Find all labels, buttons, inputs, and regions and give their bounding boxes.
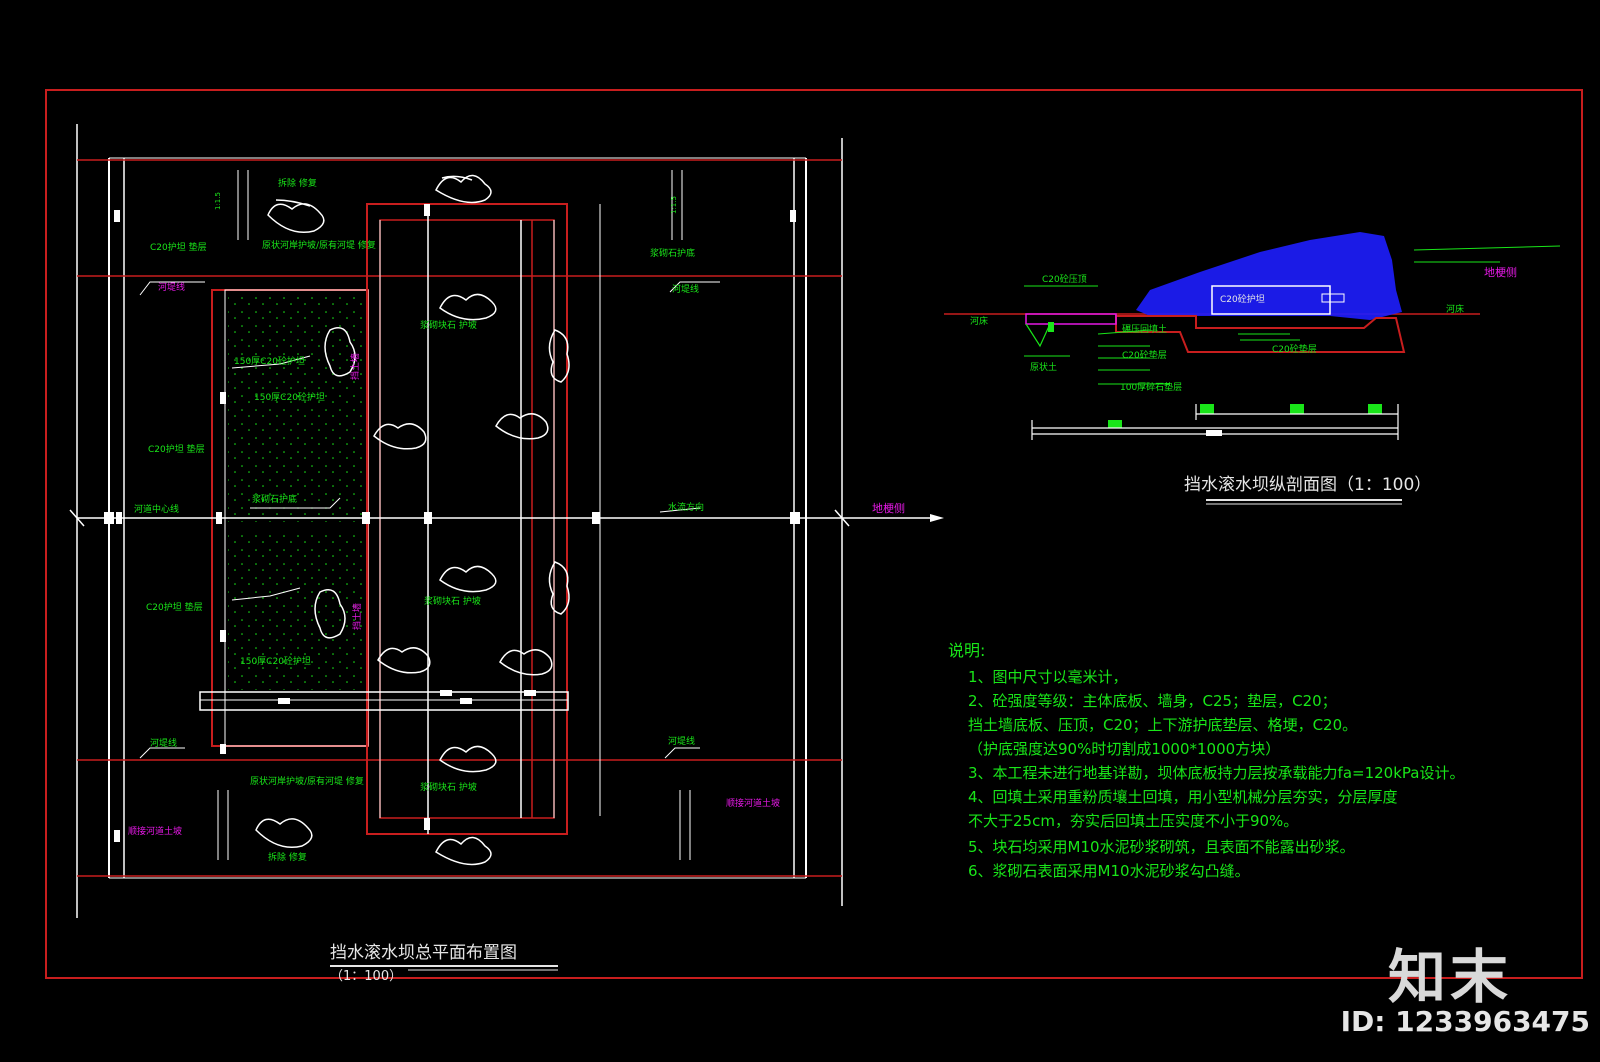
note-line-6: 4、回填土采用重粉质壤土回填，用小型机械分层夯实，分层厚度 <box>968 788 1398 806</box>
label-magenta-bottom-left: 顺接河道土坡 <box>128 825 182 837</box>
label-rock-3: 浆砌块石 护坡 <box>420 781 477 793</box>
label-river-left-bottom: 河堤线 <box>150 737 177 749</box>
label-note-bottom: 原状河岸护坡/原有河堤 修复 <box>250 775 364 787</box>
section-rock-mass <box>1136 232 1402 320</box>
section-tag-5: 原状土 <box>1030 361 1057 373</box>
section-tag-1: C20砼压顶 <box>1042 273 1087 285</box>
section-riverbed: 河床 <box>970 315 988 327</box>
watermark-logo: 知末 <box>1387 943 1512 1011</box>
plan-title: 挡水滚水坝总平面布置图 <box>330 943 517 963</box>
label-downstream: 地梗侧 <box>872 501 905 515</box>
section-upstream: 河床 <box>1446 303 1464 315</box>
note-line-9: 6、浆砌石表面采用M10水泥砂浆勾凸缝。 <box>968 862 1250 880</box>
label-c20-top: C20护坦 垫层 <box>150 241 207 253</box>
notes-block: 说明: 1、图中尺寸以毫米计， 2、砼强度等级：主体底板、墙身，C25；垫层，C… <box>948 641 1464 880</box>
label-rock-1: 浆砌块石 护坡 <box>420 319 477 331</box>
watermark-id: ID: 1233963475 <box>1340 1005 1590 1038</box>
label-magenta-bottom-right: 顺接河道土坡 <box>726 797 780 809</box>
drawing-frame <box>45 89 1583 979</box>
note-line-2: 2、砼强度等级：主体底板、墙身，C25；垫层，C20； <box>968 692 1337 710</box>
label-riprap-right: 浆砌石护底 <box>650 247 695 259</box>
label-river-right-bottom: 河堤线 <box>668 735 695 747</box>
label-river-left-top: 河堤线 <box>158 281 185 293</box>
label-river-right-top: 河堤线 <box>672 283 699 295</box>
section-title: 挡水滚水坝纵剖面图（1：100） <box>1184 475 1431 495</box>
label-wall-bottom: 挡土墙 <box>351 603 363 630</box>
section-tag-2: 碾压回填土 <box>1122 323 1167 335</box>
label-apron-top: 150厚C20砼护坦 <box>234 355 305 367</box>
label-note-top: 原状河岸护坡/原有河堤 修复 <box>262 239 376 251</box>
note-line-1: 1、图中尺寸以毫米计， <box>968 668 1128 686</box>
note-line-5: 3、本工程未进行地基详勘，坝体底板持力层按承载能力fa=120kPa设计。 <box>968 764 1464 782</box>
note-line-4: （护底强度达90%时切割成1000*1000方块） <box>968 740 1280 758</box>
note-line-3: 挡土墙底板、压顶，C20；上下游护底垫层、格埂，C20。 <box>968 716 1357 734</box>
plan-view: 拆除 修复 原状河岸护坡/原有河堤 修复 C20护坦 垫层 浆砌石护底 河堤线 … <box>69 124 944 984</box>
section-tag-6: C20砼护坦 <box>1220 293 1265 305</box>
label-flow: 水流方向 <box>668 501 704 513</box>
label-c20-bottom: C20护坦 垫层 <box>146 601 203 613</box>
section-tag-3: C20砼垫层 <box>1122 349 1167 361</box>
section-view: C20砼压顶 碾压回填土 C20砼垫层 100厚碎石垫层 原状土 C20砼护坦 … <box>944 232 1561 505</box>
label-rock-2: 浆砌块石 护坡 <box>424 595 481 607</box>
riprap-rocks <box>255 174 570 866</box>
label-slope-left: 1:1.5 <box>214 192 222 210</box>
note-line-7: 不大于25cm，夯实后回填土压实度不小于90%。 <box>968 812 1298 830</box>
label-shore-top: 拆除 修复 <box>278 177 317 189</box>
label-slope-right: 1:1.5 <box>670 196 678 214</box>
section-tag-7: C20砼垫层 <box>1272 343 1317 355</box>
section-tag-4: 100厚碎石垫层 <box>1120 381 1182 393</box>
label-shore-bottom: 拆除 修复 <box>268 851 307 863</box>
note-line-8: 5、块石均采用M10水泥砂浆砌筑，且表面不能露出砂浆。 <box>968 838 1355 856</box>
label-centerline: 河道中心线 <box>134 503 179 515</box>
label-c20-mid: C20护坦 垫层 <box>148 443 205 455</box>
notes-heading: 说明: <box>948 641 985 660</box>
label-apron-note: 150厚C20砼护坦 <box>254 391 325 403</box>
section-downstream: 地梗侧 <box>1484 265 1517 279</box>
label-wall-top: 挡土墙 <box>349 353 361 380</box>
label-riprap-mid: 浆砌石护底 <box>252 493 297 505</box>
plan-scale: （1：100） <box>330 969 402 984</box>
label-apron-bottom: 150厚C20砼护坦 <box>240 655 311 667</box>
